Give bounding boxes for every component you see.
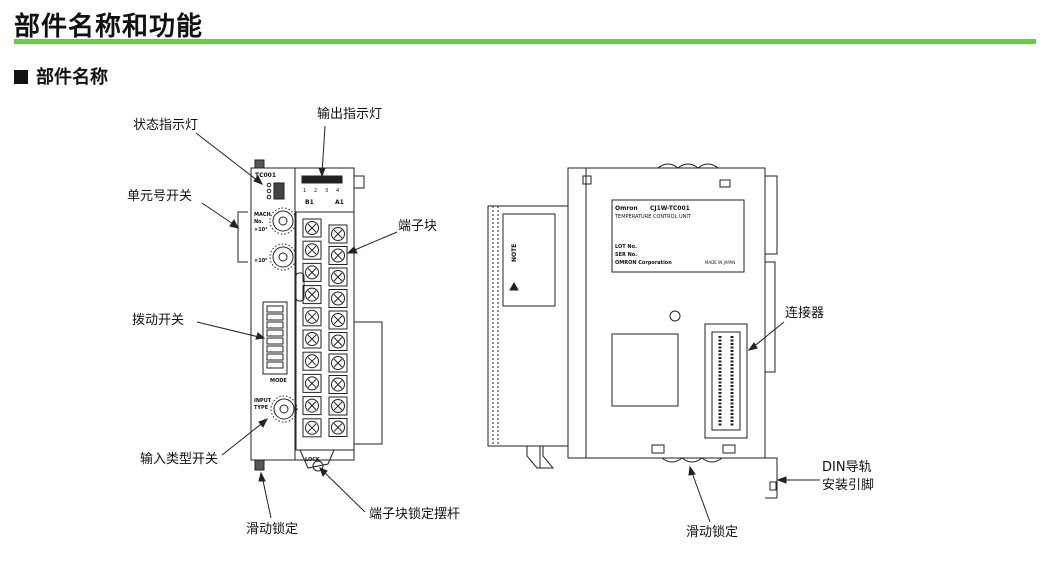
section-heading-text: 部件名称 [36,67,108,88]
callout-unit-number-switch: 单元号开关 [127,189,193,204]
ser-label: SER No. [615,252,637,258]
model-label: CJ1W-TC001 [650,205,690,212]
bus-connector [704,323,748,439]
terminal-screw [328,353,348,373]
front-unit-view [237,159,383,472]
terminal-block [295,211,383,451]
callout-input-type-switch: 输入类型开关 [140,452,219,467]
terminal-screw [328,224,348,244]
dip-switch-block [262,301,288,375]
output-mark-3: 3 [325,188,328,194]
mode-label: MODE [270,378,287,384]
product-name-label: TEMPERATURE CONTROL UNIT [614,214,692,220]
callout-output-indicator: 输出指示灯 [317,107,383,122]
terminal-screw [328,375,348,394]
product-label [611,199,745,273]
bank-left-label: B1 [305,199,314,206]
input-label-2: TYPE [254,405,269,411]
terminal-screw [302,373,322,393]
callout-din-rail-pin-line2: 安装引脚 [822,478,875,493]
callout-slide-lock-left: 滑动锁定 [246,522,299,537]
terminal-screw [302,418,322,438]
mach-label-1: MACH [254,212,271,218]
terminal-screw [328,267,348,287]
origin-label: MADE IN JAPAN [705,260,735,265]
terminal-screw [302,329,322,349]
side-rear-section [487,205,569,447]
terminal-screw [328,289,348,308]
left-side-bracket [237,211,248,263]
callout-slide-lock-right: 滑动锁定 [686,525,739,540]
terminal-screw [328,246,348,265]
x1-label: ×10⁰ [254,258,267,264]
terminal-screw [328,310,348,330]
terminal-screw [302,240,322,260]
output-mark-4: 4 [336,188,339,194]
note-text: NOTE [511,244,518,262]
side-hook [764,175,778,255]
callout-din-rail-pin-line1: DIN导轨 [822,460,872,475]
section-heading: 部件名称 [14,63,108,89]
terminal-screw [302,262,322,282]
terminal-screw [328,332,348,351]
maker-label: OMRON Corporation [615,260,672,266]
lot-label: LOT No. [615,244,637,250]
input-label-1: INPUT [254,398,272,404]
terminal-lock-lever [299,449,335,472]
terminal-screw [302,285,322,305]
slide-lock-top-tab [254,159,265,169]
page-title: 部件名称和功能 [14,12,204,42]
callout-dip-switch: 拨动开关 [132,313,185,328]
callout-terminal-block: 端子块 [398,219,438,234]
terminal-screw [328,396,348,416]
top-knob [657,163,719,169]
input-type-rotary [270,395,298,423]
x10-label: ×10¹ [254,227,267,233]
terminal-block-side-cover [353,321,383,445]
unit-number-rotary-x10 [269,207,297,235]
callout-status-indicator: 状态指示灯 [133,118,199,133]
bank-right-label: A1 [335,199,344,206]
side-main-body [567,167,766,459]
terminal-screw [302,218,322,238]
note-label-plate [502,213,556,307]
status-led [266,182,272,188]
callout-connector: 连接器 [785,306,825,321]
callout-terminal-lock-lever: 端子块锁定摆杆 [369,507,461,522]
slide-lock-bottom-tab [254,459,265,471]
front-model-label: TC001 [255,172,276,179]
terminal-screw [302,396,322,416]
side-unit-view [487,163,778,499]
terminal-screw [302,307,322,327]
terminal-screw [328,418,348,437]
output-mark-1: 1 [303,188,306,194]
square-bullet-icon [14,70,28,84]
output-mark-2: 2 [314,188,317,194]
lock-label: LOCK [305,457,321,463]
din-rail-pin [765,457,778,499]
terminal-screw [302,351,322,371]
leader-lines [195,125,820,523]
title-underline [14,39,1036,44]
mach-label-2: No. [254,219,264,225]
unit-number-rotary-x1 [269,243,297,271]
brand-label: Omron [615,205,638,212]
blank-label-area [611,333,679,407]
